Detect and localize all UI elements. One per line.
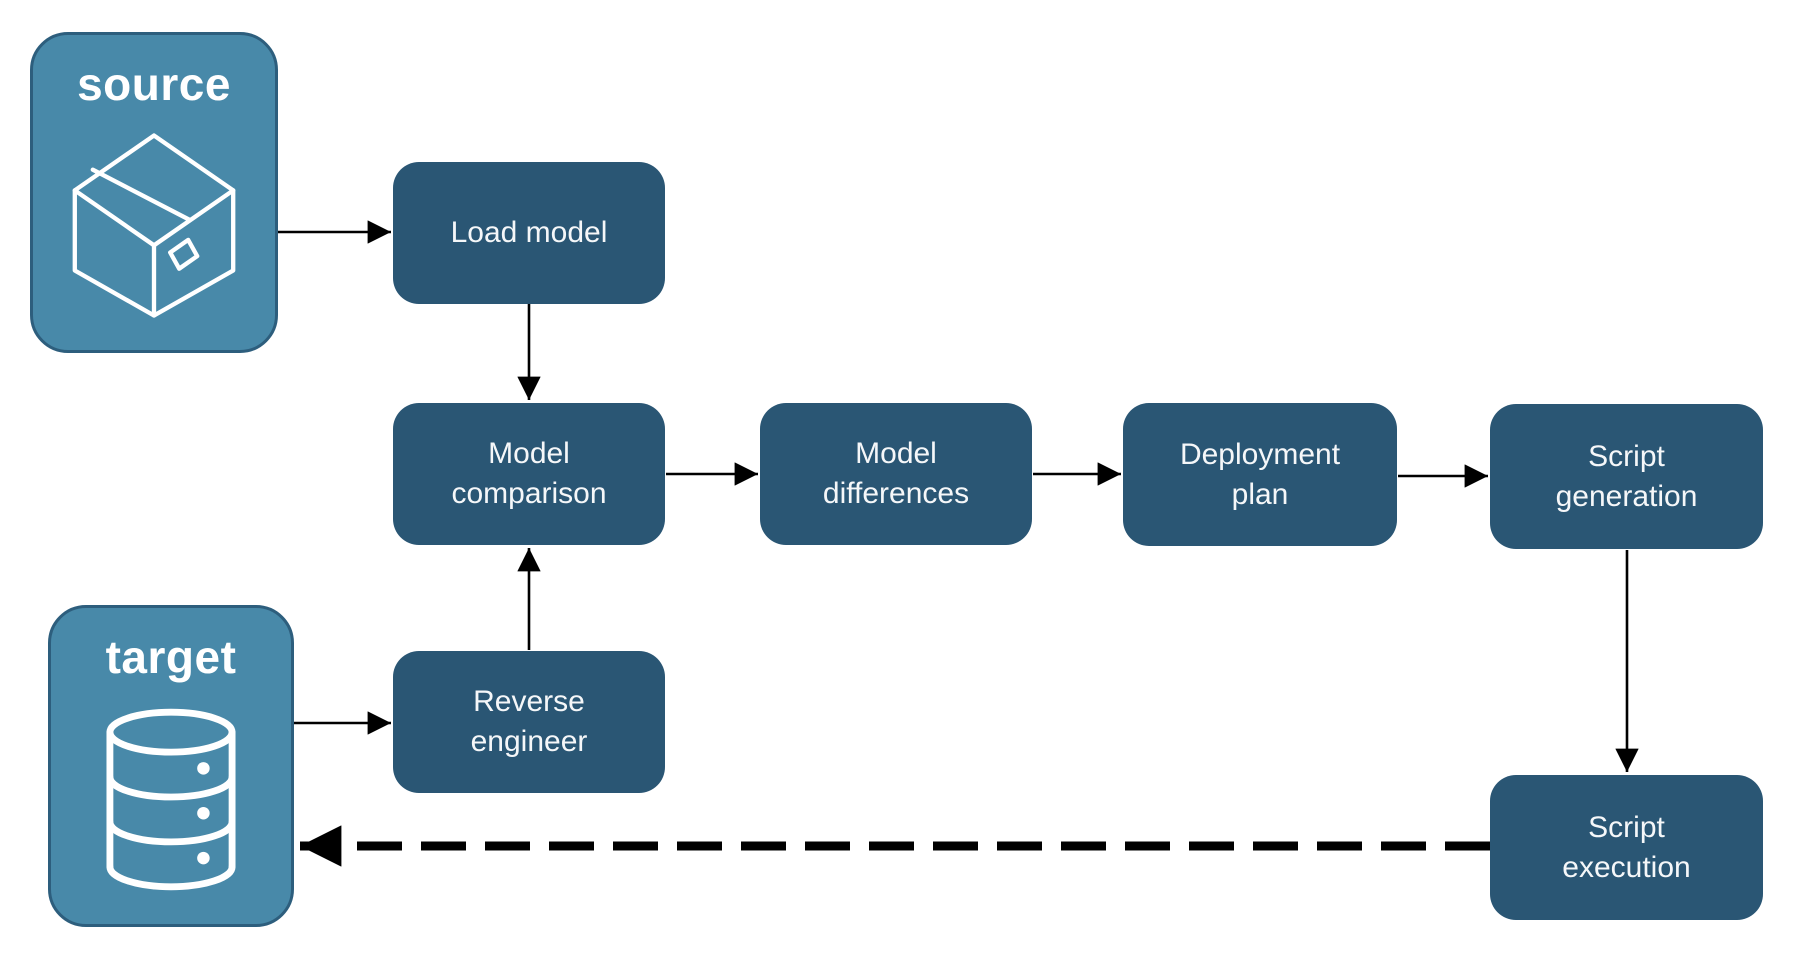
node-script-generation: Script generation — [1490, 404, 1763, 549]
node-reverse-engineer: Reverse engineer — [393, 651, 665, 793]
node-label: Load model — [450, 216, 608, 250]
node-load-model: Load model — [393, 162, 665, 304]
node-label: Script execution — [1562, 810, 1691, 884]
node-model-differences: Model differences — [760, 403, 1032, 545]
node-deployment-plan: Deployment plan — [1123, 403, 1397, 546]
target-node: target — [48, 605, 294, 927]
target-label: target — [105, 631, 237, 683]
source-label: source — [77, 58, 231, 110]
node-label: Script generation — [1555, 439, 1698, 513]
node-label: Reverse engineer — [470, 685, 588, 758]
package-icon — [64, 111, 244, 350]
database-icon — [96, 684, 246, 924]
node-label: Model comparison — [451, 437, 607, 510]
node-script-execution: Script execution — [1490, 775, 1763, 920]
node-label: Deployment plan — [1179, 437, 1341, 511]
node-model-comparison: Model comparison — [393, 403, 665, 545]
node-label: Model differences — [822, 437, 970, 510]
source-node: source — [30, 32, 278, 353]
